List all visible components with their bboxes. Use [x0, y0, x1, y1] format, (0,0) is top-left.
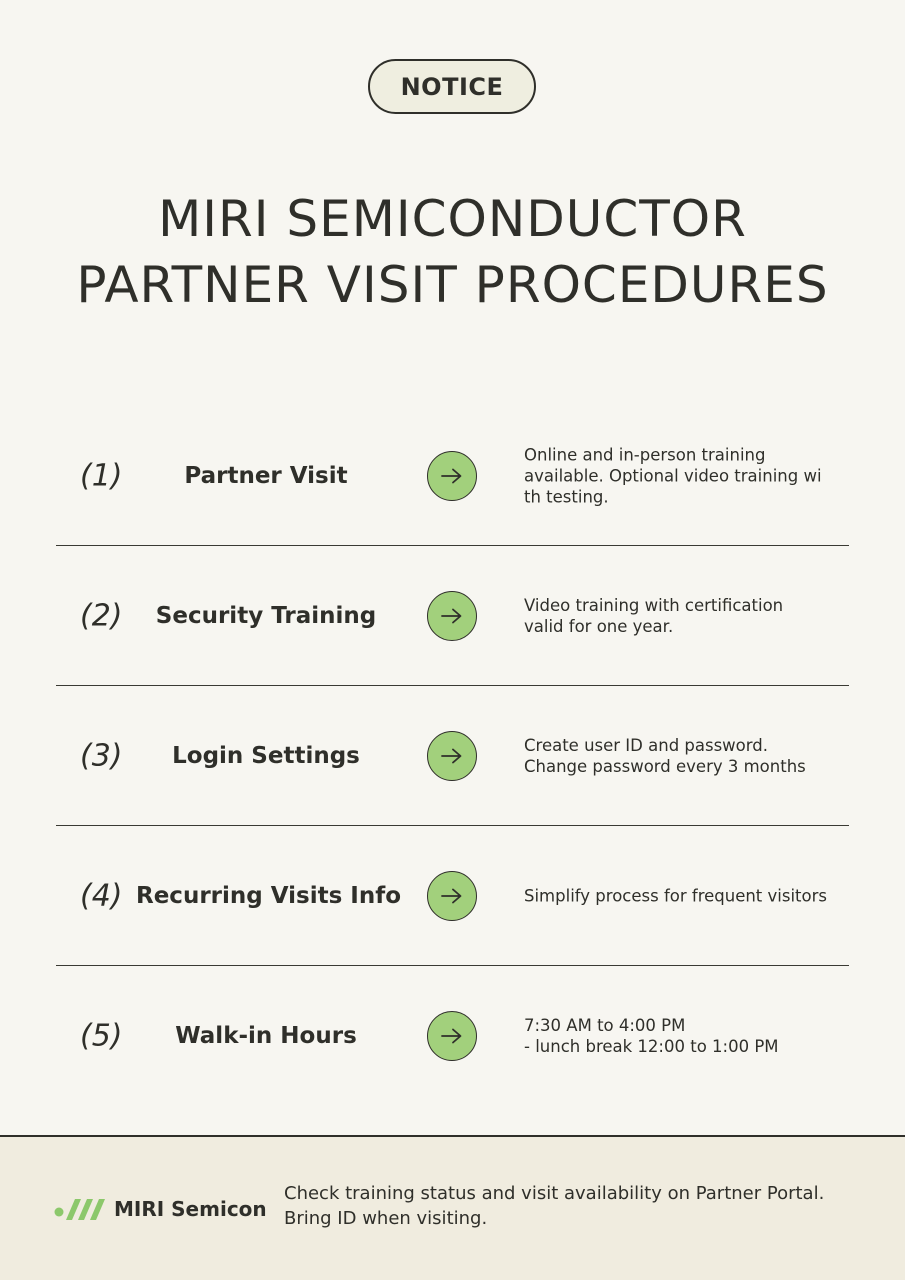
- step-description: Video training with certification valid …: [524, 595, 854, 637]
- step-title: Walk-in Hours: [175, 1023, 357, 1049]
- brand: MIRI Semicon: [54, 1196, 267, 1222]
- step-description-line: Simplify process for frequent visitors: [524, 886, 827, 905]
- step-title: Security Training: [155, 602, 377, 629]
- arrow-right-icon: [427, 450, 477, 501]
- brand-name: MIRI Semicon: [114, 1197, 267, 1221]
- step-description-line: Change password every 3 months: [524, 756, 806, 776]
- step-description-line: valid for one year.: [524, 616, 674, 636]
- step-description-line: Video training with certification: [524, 595, 784, 615]
- step-title: Recurring Visits Info: [136, 882, 402, 909]
- page-title: MIRI SEMICONDUCTOR PARTNER VISIT PROCEDU…: [0, 186, 905, 318]
- step-description-line: Online and in-person training: [524, 445, 766, 464]
- step-row: (1) Partner Visit Online and in-person t…: [56, 406, 849, 546]
- procedure-steps: (1) Partner Visit Online and in-person t…: [56, 406, 849, 1106]
- notice-badge-label: NOTICE: [400, 72, 504, 101]
- page-title-line-1: MIRI SEMICONDUCTOR: [158, 190, 747, 248]
- step-description: Online and in-person training available.…: [524, 444, 854, 507]
- footer-note-line: Bring ID when visiting.: [284, 1208, 488, 1229]
- step-description: Simplify process for frequent visitors: [524, 885, 854, 906]
- footer: MIRI Semicon Check training status and v…: [0, 1135, 905, 1280]
- step-number: (4): [80, 878, 123, 913]
- step-description-line: - lunch break 12:00 to 1:00 PM: [524, 1037, 779, 1056]
- step-number: (1): [80, 458, 123, 493]
- step-description-line: available. Optional video training wi: [524, 466, 822, 485]
- miri-logo-icon: [54, 1199, 105, 1220]
- step-title: Partner Visit: [184, 462, 348, 489]
- step-description-line: th testing.: [524, 487, 609, 506]
- step-number: (2): [80, 598, 123, 633]
- step-title: Login Settings: [172, 742, 360, 769]
- footer-note-line: Check training status and visit availabi…: [284, 1183, 825, 1204]
- step-row: (4) Recurring Visits Info Simplify proce…: [56, 826, 849, 966]
- arrow-right-icon: [427, 870, 477, 921]
- step-description-line: 7:30 AM to 4:00 PM: [524, 1016, 686, 1035]
- step-row: (5) Walk-in Hours 7:30 AM to 4:00 PM - l…: [56, 966, 849, 1106]
- step-description-line: Create user ID and password.: [524, 735, 768, 755]
- step-number: (3): [80, 738, 123, 773]
- arrow-right-icon: [427, 730, 477, 781]
- page-title-line-2: PARTNER VISIT PROCEDURES: [76, 256, 829, 314]
- footer-note: Check training status and visit availabi…: [284, 1181, 884, 1231]
- step-row: (2) Security Training Video training wit…: [56, 546, 849, 686]
- arrow-right-icon: [427, 1011, 477, 1061]
- step-row: (3) Login Settings Create user ID and pa…: [56, 686, 849, 826]
- step-description: 7:30 AM to 4:00 PM - lunch break 12:00 t…: [524, 1015, 854, 1057]
- notice-badge: NOTICE: [368, 59, 536, 114]
- arrow-right-icon: [427, 590, 477, 641]
- step-description: Create user ID and password. Change pass…: [524, 735, 854, 777]
- step-number: (5): [80, 1018, 123, 1054]
